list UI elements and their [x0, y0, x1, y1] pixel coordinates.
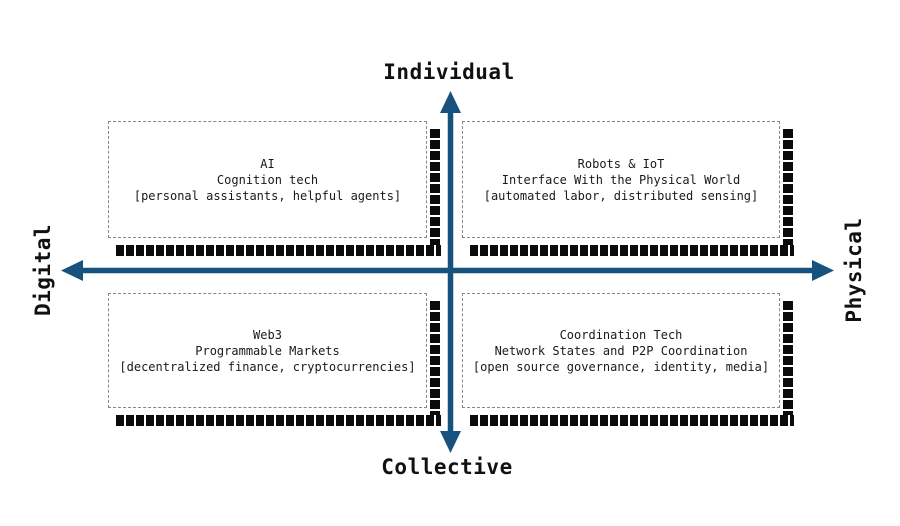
quadrant-examples: [personal assistants, helpful agents] — [133, 188, 402, 203]
quadrant-box-coordination-tech: Coordination Tech Network States and P2P… — [462, 293, 794, 426]
arrowhead-left-icon — [61, 260, 83, 281]
quadrant-box-ai: AI Cognition tech [personal assistants, … — [108, 121, 441, 256]
box-shadow-right — [783, 301, 793, 421]
quadrant-subtitle: Cognition tech — [216, 172, 319, 187]
box-shadow-right — [430, 129, 440, 251]
quadrant-subtitle: Network States and P2P Coordination — [494, 343, 748, 358]
quadrant-title: Coordination Tech — [559, 327, 683, 342]
quadrant-box-web3: Web3 Programmable Markets [decentralized… — [108, 293, 441, 426]
box-shadow-right — [783, 129, 793, 251]
quadrant-subtitle: Programmable Markets — [195, 343, 340, 358]
box-shadow-bottom — [116, 415, 441, 426]
box-shadow-right — [430, 301, 440, 421]
arrowhead-down-icon — [440, 431, 461, 453]
quadrant-box-robots-iot: Robots & IoT Interface With the Physical… — [462, 121, 794, 256]
arrowhead-up-icon — [440, 91, 461, 113]
quadrant-examples: [automated labor, distributed sensing] — [483, 188, 759, 203]
axis-label-individual: Individual — [383, 60, 515, 84]
quadrant-subtitle: Interface With the Physical World — [501, 172, 741, 187]
box-shadow-bottom — [116, 245, 441, 256]
axis-label-digital: Digital — [31, 223, 55, 317]
box-shadow-bottom — [470, 415, 794, 426]
quadrant-examples: [open source governance, identity, media… — [472, 359, 770, 374]
arrowhead-right-icon — [812, 260, 834, 281]
quadrant-examples: [decentralized finance, cryptocurrencies… — [119, 359, 416, 374]
box-shadow-bottom — [470, 245, 794, 256]
quadrant-title: Web3 — [253, 327, 282, 342]
quadrant-title: AI — [260, 156, 275, 171]
quadrant-title: Robots & IoT — [577, 156, 665, 171]
axis-label-collective: Collective — [381, 455, 513, 479]
axis-label-physical: Physical — [842, 217, 866, 323]
